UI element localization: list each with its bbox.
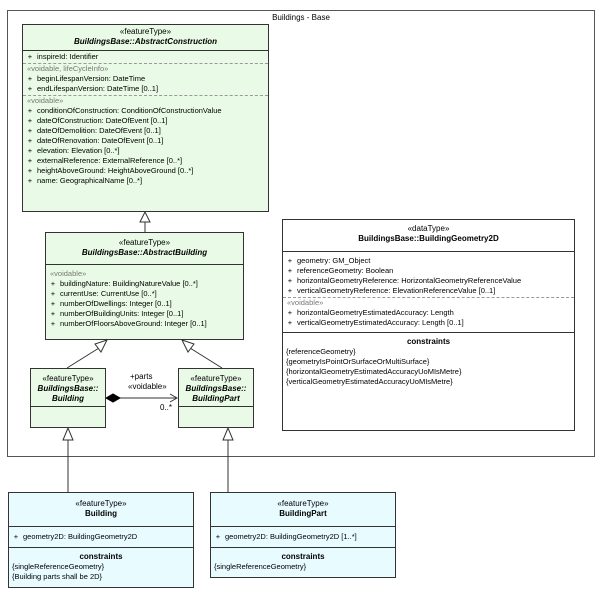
stereotype: «dataType» [407, 224, 450, 233]
generalization-line [66, 347, 100, 369]
stereotype: «featureType» [75, 499, 127, 508]
composition-diamond [104, 393, 122, 403]
constraints-title: constraints [406, 337, 451, 346]
constraint: {singleReferenceGeometry} [12, 562, 105, 571]
attribute: +inspireId: Identifier [27, 52, 99, 61]
generalization-arrow [222, 426, 234, 441]
attribute: +name: GeographicalName [0..*] [27, 176, 143, 185]
generalization-line [189, 347, 223, 369]
constraint: {referenceGeometry} [286, 347, 356, 356]
class-header: «featureType» BuildingsBase:: Building [31, 369, 105, 407]
composition-arrowhead [169, 393, 179, 403]
class-name: Building [52, 394, 84, 403]
association-role: +parts [130, 372, 153, 381]
attribute: +elevation: Elevation [0..*] [27, 146, 120, 155]
class-header: «featureType» BuildingsBase::AbstractBui… [46, 233, 243, 265]
stereotype: «featureType» [277, 499, 329, 508]
attribute: +beginLifespanVersion: DateTime [27, 74, 146, 83]
class-base-buildingpart[interactable]: «featureType» BuildingsBase:: BuildingPa… [178, 368, 254, 428]
constraints-title: constraints [79, 552, 123, 561]
class-name: BuildingsBase:: [185, 384, 247, 393]
attribute: +buildingNature: BuildingNatureValue [0.… [50, 279, 198, 288]
constraints-title: constraints [281, 552, 325, 561]
class-base-building[interactable]: «featureType» BuildingsBase:: Building [30, 368, 106, 428]
constraints: constraints {referenceGeometry} {geometr… [283, 333, 574, 389]
attribute-group-label: «voidable» [50, 269, 87, 278]
class-header: «featureType» BuildingPart [211, 493, 395, 527]
stereotype: «featureType» [190, 374, 242, 383]
constraint: {Building parts shall be 2D} [12, 572, 103, 581]
constraint: {verticalGeometryEstimatedAccuracyUoMIsM… [286, 377, 453, 386]
attribute: +verticalGeometryReference: ElevationRef… [287, 286, 496, 295]
stereotype: «featureType» [118, 238, 171, 247]
constraint: {singleReferenceGeometry} [214, 562, 307, 571]
class-building[interactable]: «featureType» Building +geometry2D: Buil… [8, 492, 194, 588]
class-name: BuildingPart [192, 394, 240, 403]
stereotype: «featureType» [42, 374, 94, 383]
generalization-arrow [139, 210, 151, 223]
attribute: +horizontalGeometryEstimatedAccuracy: Le… [287, 308, 454, 317]
class-name: BuildingsBase::BuildingGeometry2D [358, 234, 499, 243]
class-name: BuildingsBase::AbstractConstruction [73, 37, 218, 46]
attributes: «voidable» +buildingNature: BuildingNatu… [46, 265, 243, 331]
attribute: +numberOfDwellings: Integer [0..1] [50, 299, 172, 308]
attribute: +currentUse: CurrentUse [0..*] [50, 289, 157, 298]
class-abstract-construction[interactable]: «featureType» BuildingsBase::AbstractCon… [22, 24, 269, 212]
attribute: +referenceGeometry: Boolean [287, 266, 394, 275]
attribute-group-label: «voidable» [23, 95, 268, 106]
class-header: «featureType» BuildingsBase:: BuildingPa… [179, 369, 253, 407]
attribute: +numberOfFloorsAboveGround: Integer [0..… [50, 319, 207, 328]
attribute-group-label: «voidable, lifeCycleInfo» [23, 63, 268, 74]
generalization-arrow [94, 339, 108, 353]
attribute: +geometry2D: BuildingGeometry2D [1..*] [215, 532, 357, 541]
constraints: constraints {singleReferenceGeometry} {B… [9, 548, 193, 584]
attribute: +dateOfDemolition: DateOfEvent [0..1] [27, 126, 161, 135]
attribute: +dateOfConstruction: DateOfEvent [0..1] [27, 116, 168, 125]
class-name: BuildingPart [279, 509, 327, 518]
class-header: «featureType» Building [9, 493, 193, 527]
attribute: +externalReference: ExternalReference [0… [27, 156, 183, 165]
package-buildings-base: Buildings - Base [7, 10, 595, 457]
stereotype: «featureType» [119, 27, 172, 36]
constraints: constraints {singleReferenceGeometry} [211, 548, 395, 574]
generalization-arrow [181, 339, 195, 353]
constraint: {geometryIsPointOrSurfaceOrMultiSurface} [286, 357, 430, 366]
attribute: +verticalGeometryEstimatedAccuracy: Leng… [287, 318, 464, 327]
class-name: BuildingsBase:: [37, 384, 99, 393]
class-name: BuildingsBase::AbstractBuilding [81, 248, 208, 257]
generalization-arrow [62, 426, 74, 441]
attribute: +geometry2D: BuildingGeometry2D [13, 532, 138, 541]
attribute: +dateOfRenovation: DateOfEvent [0..1] [27, 136, 164, 145]
attribute: +endLifespanVersion: DateTime [0..1] [27, 84, 159, 93]
attribute: +conditionOfConstruction: ConditionOfCon… [27, 106, 222, 115]
class-building-geometry2d[interactable]: «dataType» BuildingsBase::BuildingGeomet… [282, 219, 575, 431]
package-title: Buildings - Base [272, 13, 330, 22]
class-abstract-building[interactable]: «featureType» BuildingsBase::AbstractBui… [45, 232, 244, 340]
association-multiplicity: 0..* [160, 403, 173, 412]
class-header: «dataType» BuildingsBase::BuildingGeomet… [283, 220, 574, 252]
attributes: +geometry2D: BuildingGeometry2D [1..*] [211, 527, 395, 548]
attributes: +geometry: GM_Object +referenceGeometry:… [283, 252, 574, 333]
constraint: {horizontalGeometryEstimatedAccuracyUoMI… [286, 367, 462, 376]
attribute: +geometry: GM_Object [287, 256, 371, 265]
attributes: +geometry2D: BuildingGeometry2D [9, 527, 193, 548]
attribute: +horizontalGeometryReference: Horizontal… [287, 276, 522, 285]
attribute-group-label: «voidable» [283, 297, 574, 308]
class-header: «featureType» BuildingsBase::AbstractCon… [23, 25, 268, 51]
class-name: Building [85, 509, 117, 518]
association-stereotype: «voidable» [128, 382, 167, 391]
class-buildingpart[interactable]: «featureType» BuildingPart +geometry2D: … [210, 492, 396, 578]
attribute: +heightAboveGround: HeightAboveGround [0… [27, 166, 194, 175]
attributes: +inspireId: Identifier «voidable, lifeCy… [23, 51, 268, 188]
attribute: +numberOfBuildingUnits: Integer [0..1] [50, 309, 184, 318]
